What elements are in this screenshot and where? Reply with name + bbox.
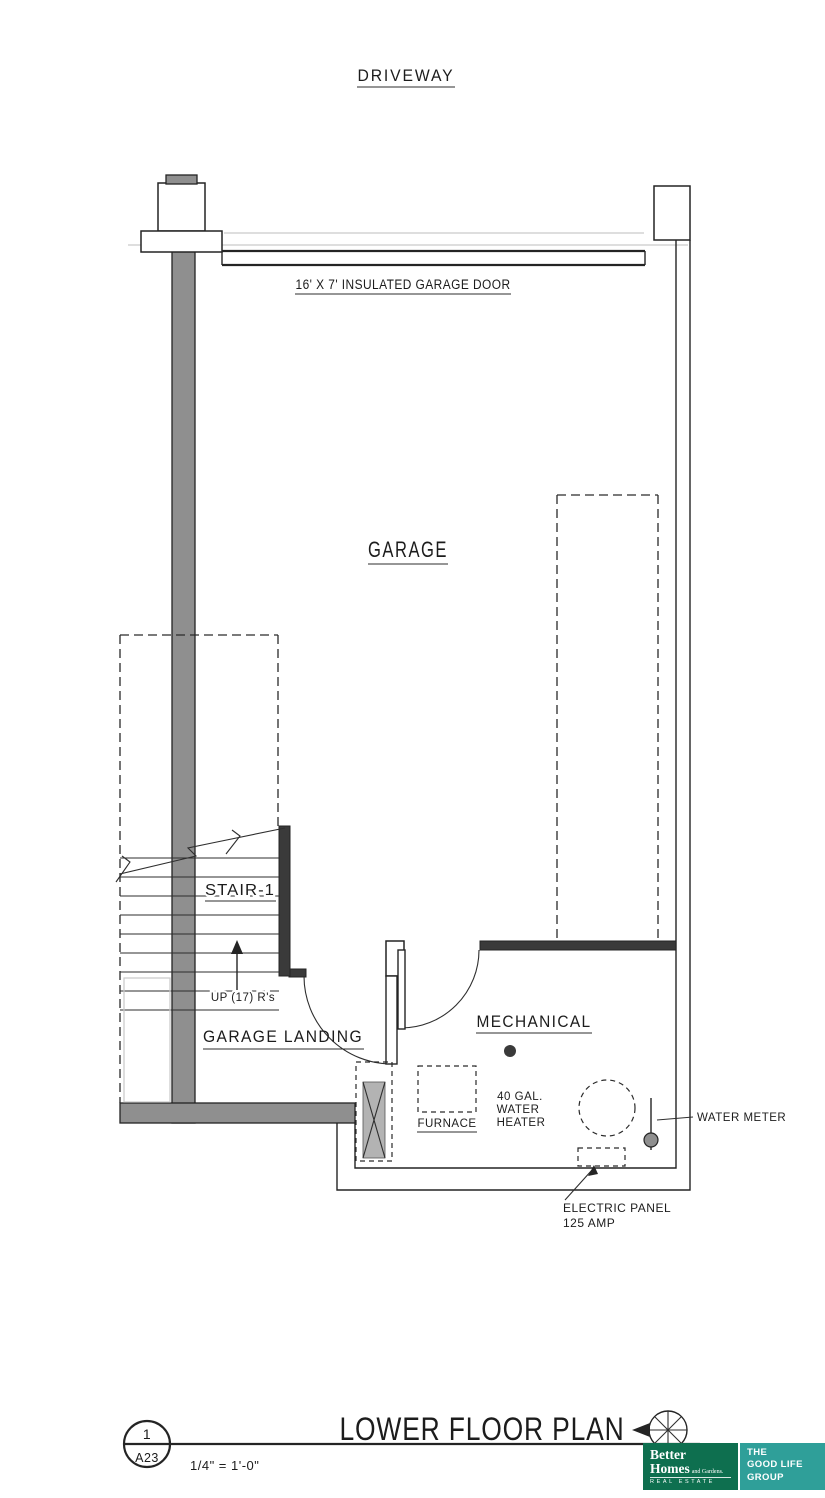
bhg-logo-line2: Homes (650, 1460, 690, 1476)
sheet-title: LOWER FLOOR PLAN (340, 1411, 625, 1447)
furnace-outline (417, 1065, 477, 1113)
up-risers-note: UP (17) R's (211, 992, 275, 1004)
under-stair-light-outline (123, 977, 171, 1103)
electric-panel-outline (577, 1147, 626, 1167)
water-heater-outline (578, 1079, 636, 1137)
garage-door-label: 16' X 7' INSULATED GARAGE DOOR (296, 277, 511, 292)
floor-drain-icon (504, 1045, 516, 1057)
group-logo-line2: GOOD LIFE (747, 1459, 803, 1471)
bhg-logo-line3: and Gardens. (691, 1468, 724, 1475)
left-wall (171, 179, 196, 1124)
stair-treads (120, 857, 279, 1011)
detail-number: 1 (143, 1426, 151, 1442)
group-logo-line1: THE (747, 1447, 768, 1458)
north-arrow-icon (632, 1410, 688, 1450)
sheet-number: A23 (135, 1451, 159, 1465)
water-heater-label-1: 40 GAL. (497, 1091, 543, 1103)
stair-break-tick-right (225, 829, 241, 855)
wall-chase (355, 1061, 393, 1162)
right-bottom-wall-inner (354, 240, 677, 1169)
water-heater-label-2: WATER (497, 1104, 540, 1116)
water-meter-icon (643, 1098, 659, 1150)
footer-logo: Better Homes and Gardens. REAL ESTATE TH… (643, 1443, 825, 1490)
garage-landing-door (303, 975, 398, 1065)
furnace-label: FURNACE (417, 1118, 476, 1130)
right-bottom-wall-outer (336, 240, 691, 1191)
landing-south-wall (119, 1102, 356, 1124)
electric-panel-label-1: ELECTRIC PANEL (563, 1201, 671, 1215)
stair-room-label: STAIR-1 (205, 882, 275, 899)
landing-north-wall-stub (288, 968, 307, 978)
right-garage-pier (653, 185, 691, 241)
bhg-logo-rule (650, 1477, 731, 1479)
electric-panel-label-2: 125 AMP (563, 1216, 615, 1230)
garage-landing-label: GARAGE LANDING (203, 1027, 363, 1046)
bhg-logo-realestate: REAL ESTATE (650, 1479, 715, 1486)
water-meter-leader (656, 1116, 694, 1121)
electric-panel-leader (564, 1169, 593, 1201)
water-heater-label-3: HEATER (497, 1117, 546, 1129)
mechanical-room-label: MECHANICAL (477, 1012, 592, 1031)
garage-room-label: GARAGE (368, 537, 448, 562)
stair-break-line (119, 827, 286, 875)
group-logo-line3: GROUP (747, 1471, 784, 1483)
dashed-overhead-right (556, 494, 659, 941)
driveway-label: DRIVEWAY (358, 66, 455, 85)
water-meter-label: WATER METER (697, 1112, 786, 1124)
stair-wall (278, 825, 291, 977)
stair-break-tick-left (115, 855, 131, 883)
mechanical-north-wall (479, 940, 677, 951)
good-life-group-logo: THE GOOD LIFE GROUP (738, 1443, 825, 1490)
bhg-logo: Better Homes and Gardens. REAL ESTATE (643, 1443, 738, 1490)
garage-door (221, 249, 646, 267)
electric-panel-leader-arrow (588, 1165, 598, 1176)
mechanical-door (397, 949, 480, 1030)
dashed-overhead-left (119, 634, 279, 1103)
bhg-logo-line1: Better (650, 1446, 686, 1462)
left-garage-pier (140, 174, 223, 253)
stair-up-arrow (231, 940, 243, 990)
drawing-scale: 1/4" = 1'-0" (190, 1458, 259, 1473)
